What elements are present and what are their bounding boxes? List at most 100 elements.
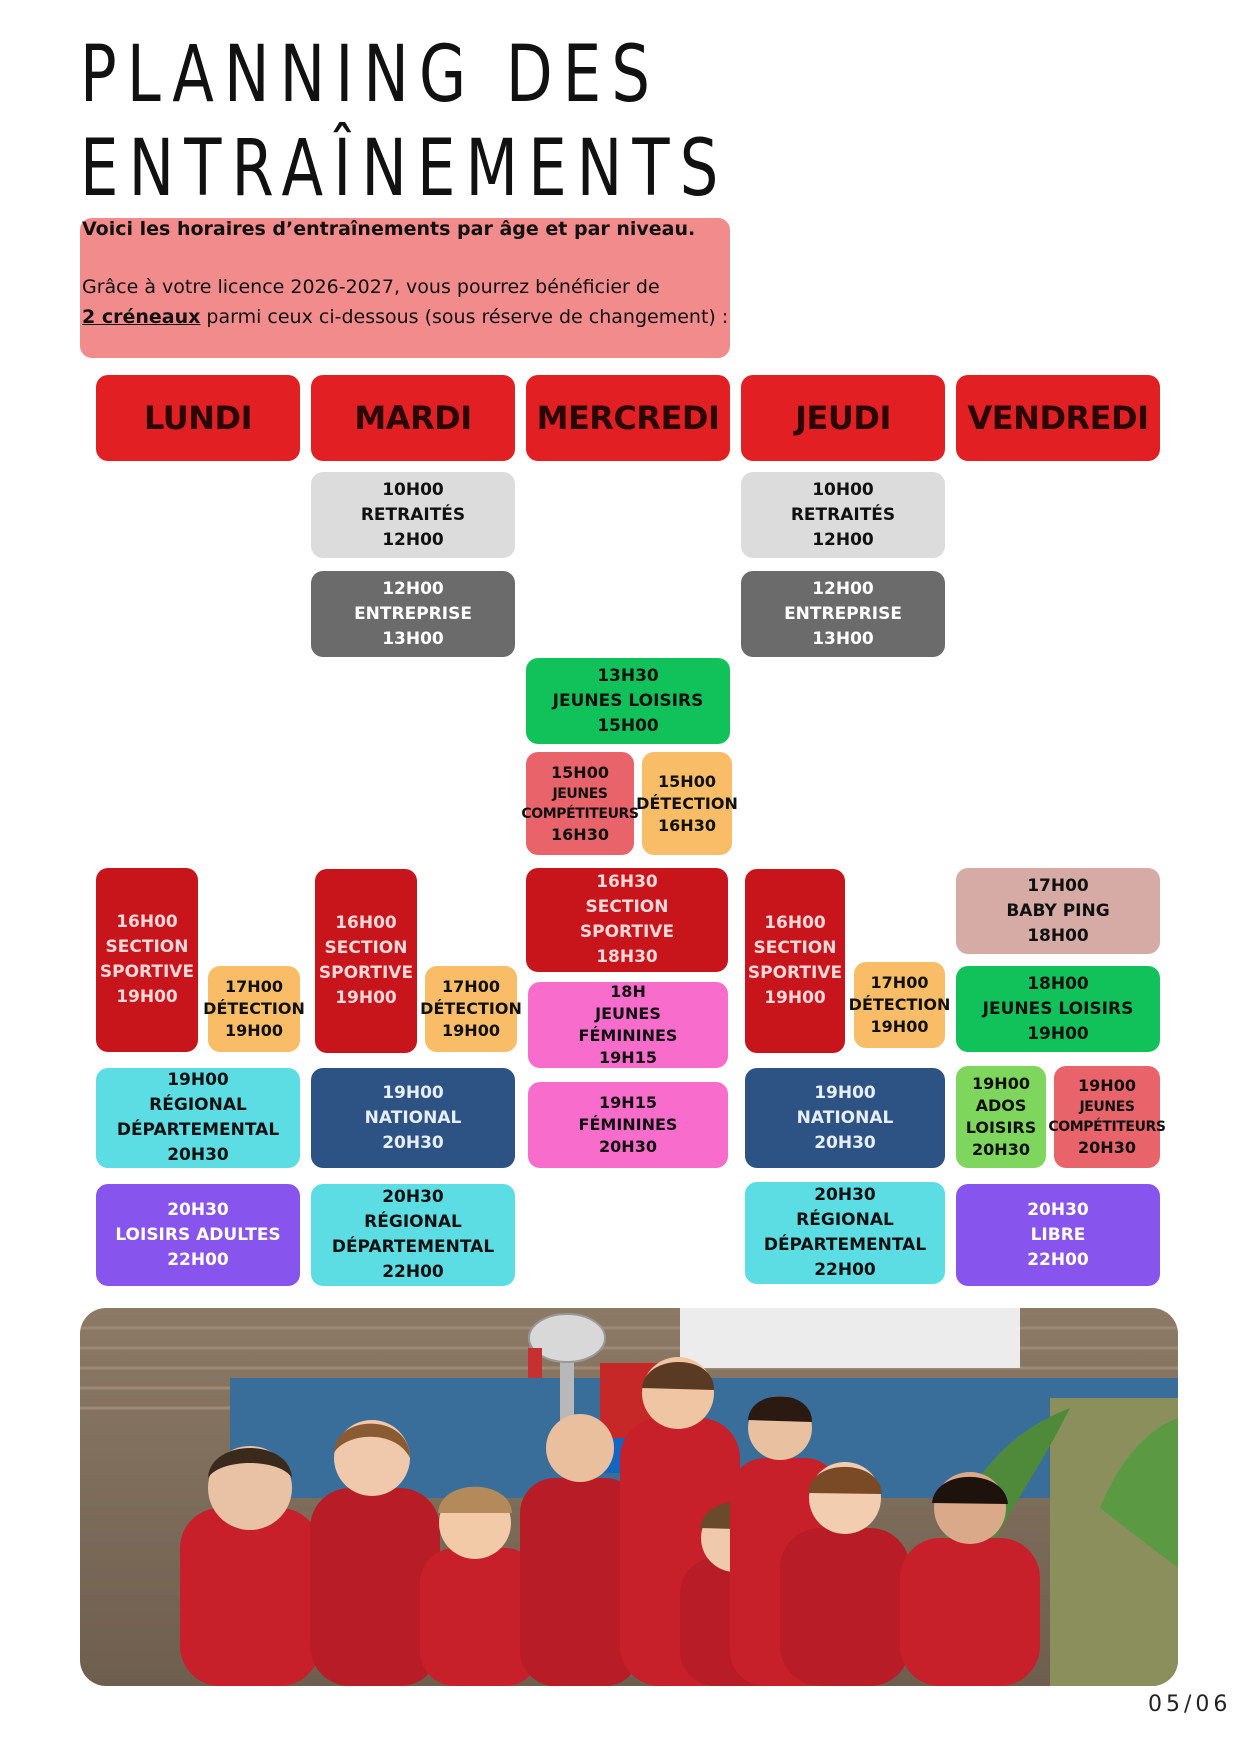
slot-line: 19H00 bbox=[1027, 1023, 1089, 1044]
slot-line: 19H00 bbox=[1078, 1076, 1136, 1095]
slot-line: 17H00 bbox=[225, 977, 283, 996]
slot-line: 19H00 bbox=[335, 988, 397, 1008]
slot-line: ENTREPRISE bbox=[354, 603, 472, 624]
slot-line: SPORTIVE bbox=[579, 922, 675, 942]
slot-line: SPORTIVE bbox=[99, 962, 195, 982]
intro-highlight: 2 créneaux bbox=[82, 306, 201, 328]
page-title: PLANNING DES ENTRAÎNEMENTS bbox=[80, 28, 728, 216]
slot-line: SPORTIVE bbox=[318, 963, 414, 983]
slot-line: 18H30 bbox=[596, 947, 658, 967]
slot-line: LOISIRS bbox=[965, 1118, 1037, 1137]
intro-line-2: Grâce à votre licence 2026-2027, vous po… bbox=[82, 276, 660, 298]
slot-line: 20H30 bbox=[382, 1132, 444, 1153]
slot-line: 20H30 bbox=[167, 1145, 229, 1165]
intro-line-3: 2 créneaux parmi ceux ci-dessous (sous r… bbox=[82, 306, 728, 328]
slot-line: 16H00 bbox=[764, 913, 826, 933]
day-header-monday: LUNDI bbox=[96, 375, 300, 461]
slot-line: 12H00 bbox=[812, 578, 874, 599]
slot-line: SPORTIVE bbox=[747, 963, 843, 983]
slot-line: 17H00 bbox=[870, 973, 929, 992]
slot-line: JEUNES bbox=[595, 1004, 661, 1023]
day-header-friday: VENDREDI bbox=[956, 375, 1160, 461]
slot-line: RETRAITÉS bbox=[790, 504, 896, 525]
slot-line: 20H30 bbox=[167, 1199, 229, 1220]
slot-line: 19H15 bbox=[599, 1048, 657, 1067]
slot-line: SECTION bbox=[753, 938, 837, 958]
slot-line: 17H00 bbox=[1027, 875, 1089, 896]
team-photo-illustration bbox=[80, 1308, 1178, 1686]
slot-line: 10H00 bbox=[812, 479, 874, 500]
slot-line: 13H00 bbox=[812, 628, 874, 649]
slot-line: 16H30 bbox=[596, 872, 658, 892]
slot-line: RÉGIONAL bbox=[796, 1210, 894, 1230]
slot-line: DÉTECTION bbox=[420, 999, 522, 1018]
slot-line: 15H00 bbox=[597, 715, 659, 736]
slot-line: 15H00 bbox=[658, 771, 716, 791]
slot-line: 20H30 bbox=[1078, 1138, 1136, 1157]
slot-line: 19H00 bbox=[225, 1021, 283, 1040]
slot-line: 19H00 bbox=[167, 1070, 229, 1090]
slot-line: ADOS bbox=[975, 1096, 1027, 1115]
slot-line: JEUNES bbox=[1079, 1099, 1135, 1115]
slot-line: 20H30 bbox=[1027, 1199, 1089, 1220]
slot-line: 19H15 bbox=[599, 1093, 657, 1112]
team-photo bbox=[80, 1308, 1178, 1686]
slot-line: 19H00 bbox=[870, 1017, 929, 1036]
slot-line: 19H00 bbox=[116, 987, 178, 1007]
day-header-wednesday: MERCREDI bbox=[526, 375, 730, 461]
slot-line: LIBRE bbox=[1030, 1224, 1086, 1245]
slot-line: DÉTECTION bbox=[636, 793, 738, 813]
slot-line: COMPÉTITEURS bbox=[1048, 1119, 1166, 1135]
slot-line: SECTION bbox=[105, 937, 189, 957]
slot-line: BABY PING bbox=[1006, 900, 1110, 921]
slot-line: 22H00 bbox=[814, 1260, 876, 1280]
slot-line: 18H00 bbox=[1027, 925, 1089, 946]
slot-line: 19H00 bbox=[382, 1082, 444, 1103]
slot-line: JEUNES LOISIRS bbox=[552, 690, 704, 711]
slot-line: 22H00 bbox=[382, 1262, 444, 1282]
slot-line: 16H30 bbox=[551, 824, 609, 844]
slot-line: 15H00 bbox=[551, 762, 609, 782]
slot-line: NATIONAL bbox=[364, 1107, 462, 1128]
intro-line-1: Voici les horaires d’entraînements par â… bbox=[82, 218, 696, 240]
slot-line: 19H00 bbox=[442, 1021, 500, 1040]
intro-box: Voici les horaires d’entraînements par â… bbox=[80, 218, 730, 358]
slot-line: SECTION bbox=[324, 938, 408, 958]
slot-line: 20H30 bbox=[972, 1140, 1030, 1159]
slot-line: NATIONAL bbox=[796, 1107, 894, 1128]
slot-line: 10H00 bbox=[382, 479, 444, 500]
slot-line: RETRAITÉS bbox=[360, 504, 466, 525]
slot-line: 13H00 bbox=[382, 628, 444, 649]
slot-line: DÉTECTION bbox=[848, 995, 951, 1014]
slot-line: FÉMININES bbox=[578, 1026, 678, 1045]
title-line-2: ENTRAÎNEMENTS bbox=[80, 124, 729, 214]
day-header-tuesday: MARDI bbox=[311, 375, 515, 461]
slot-line: 22H00 bbox=[1027, 1249, 1089, 1270]
slot-line: 19H00 bbox=[814, 1082, 876, 1103]
slot-line: DÉPARTEMENTAL bbox=[331, 1237, 495, 1257]
slot-line: 20H30 bbox=[382, 1187, 444, 1207]
